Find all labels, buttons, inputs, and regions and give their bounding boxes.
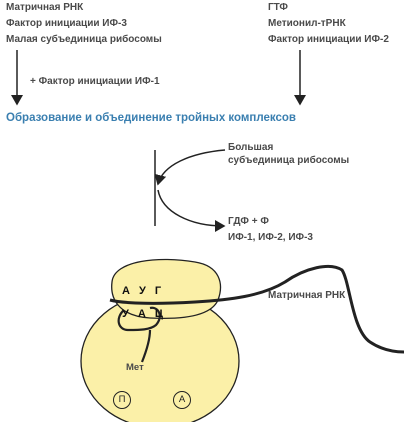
large-subunit-label-line1: Большая — [228, 142, 274, 153]
left-input-mrna: Матричная РНК — [6, 2, 84, 13]
products-label-line2: ИФ-1, ИФ-2, ИФ-3 — [228, 232, 313, 243]
stage-heading: Образование и объединение тройных компле… — [6, 112, 297, 124]
large-subunit-curve-arrow — [154, 149, 226, 186]
left-input-if3: Фактор инициации ИФ-3 — [6, 18, 127, 29]
mrna-strand — [109, 264, 405, 354]
mrna-label: Матричная РНК — [268, 290, 346, 301]
right-input-if2: Фактор инициации ИФ-2 — [268, 34, 389, 45]
large-subunit-label-line2: субъединица рибосомы — [228, 155, 350, 166]
factor-if1-label: + Фактор инициации ИФ-1 — [30, 76, 160, 87]
codon-aug: А У Г — [122, 285, 165, 297]
right-input-gtp: ГТФ — [268, 2, 288, 13]
trna-loop — [117, 306, 161, 332]
right-input-met-trna: Метионил-тРНК — [268, 18, 346, 29]
products-label-line1: ГДФ + Ф — [228, 216, 269, 227]
anticodon-uac: У А Ц — [122, 308, 166, 320]
left-input-small-subunit: Малая субъединица рибосомы — [6, 34, 162, 45]
a-site: А — [173, 391, 191, 409]
trna-stem — [140, 329, 152, 363]
p-site: П — [113, 391, 131, 409]
products-curve-arrow — [157, 189, 226, 232]
amino-acid-met: Мет — [126, 362, 144, 373]
